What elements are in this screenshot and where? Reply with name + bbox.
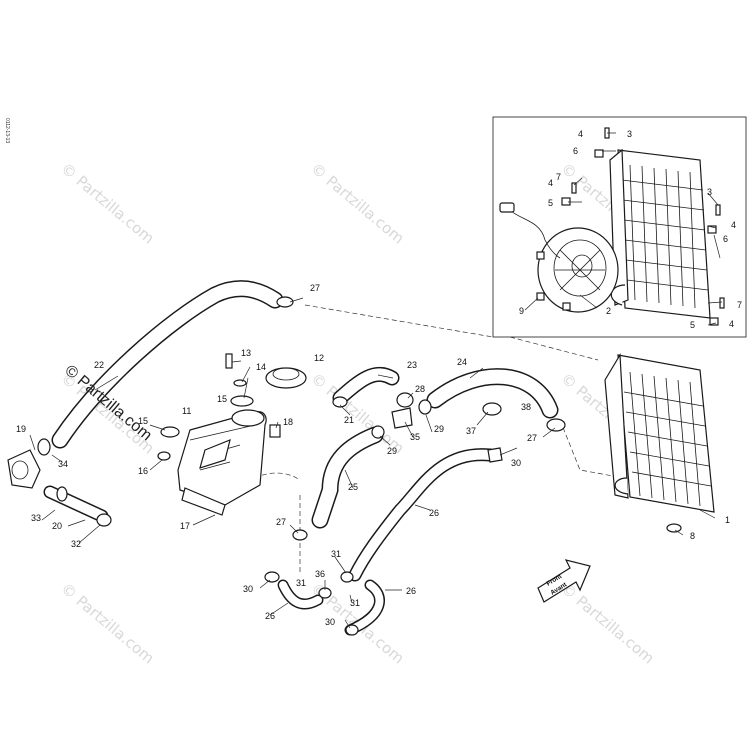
callout-30: 30 <box>243 584 253 594</box>
callout-20: 20 <box>52 521 62 531</box>
callout-36: 36 <box>315 569 325 579</box>
diagram-code: 0112-13-13 <box>4 118 10 143</box>
watermark: © Partzilla.com <box>57 579 157 667</box>
callout-27: 27 <box>527 433 537 443</box>
callout-27: 27 <box>276 517 286 527</box>
cap-and-fittings <box>157 353 307 461</box>
callout-5: 5 <box>548 198 553 208</box>
callout-5: 5 <box>690 320 695 330</box>
callout-35: 35 <box>410 432 420 442</box>
callout-38: 38 <box>521 402 531 412</box>
callout-14: 14 <box>256 362 266 372</box>
callout-4: 4 <box>731 220 736 230</box>
watermark: © Partzilla.com <box>307 159 407 247</box>
callout-7: 7 <box>556 172 561 182</box>
callout-37: 37 <box>466 426 476 436</box>
callout-15: 15 <box>138 416 148 426</box>
callout-2: 2 <box>606 306 611 316</box>
callout-31: 31 <box>350 598 360 608</box>
callout-31: 31 <box>296 578 306 588</box>
callout-3: 3 <box>707 187 712 197</box>
callout-1: 1 <box>725 515 730 525</box>
callout-33: 33 <box>31 513 41 523</box>
callout-27: 27 <box>310 283 320 293</box>
callout-4: 4 <box>578 129 583 139</box>
callout-11: 11 <box>182 406 191 416</box>
callout-34: 34 <box>58 459 68 469</box>
callout-8: 8 <box>690 531 695 541</box>
callout-21: 21 <box>344 415 354 425</box>
callout-29: 29 <box>387 446 397 456</box>
callout-24: 24 <box>457 357 467 367</box>
inset-frame <box>492 116 747 338</box>
callout-19: 19 <box>16 424 26 434</box>
coolant-tank <box>177 409 267 516</box>
watermark: © Partzilla.com <box>57 159 157 247</box>
callout-15: 15 <box>217 394 227 404</box>
callout-29: 29 <box>434 424 444 434</box>
callout-13: 13 <box>241 348 251 358</box>
callout-26: 26 <box>429 508 439 518</box>
callout-30: 30 <box>325 617 335 627</box>
callout-17: 17 <box>180 521 190 531</box>
callout-6: 6 <box>723 234 728 244</box>
callout-31: 31 <box>331 549 341 559</box>
radiator <box>604 353 715 533</box>
callout-25: 25 <box>348 482 358 492</box>
callouts: 1 2 3 3 4 4 4 4 5 5 6 6 7 7 8 9 11 12 13… <box>16 129 742 627</box>
callout-26: 26 <box>265 611 275 621</box>
callout-6: 6 <box>573 146 578 156</box>
callout-32: 32 <box>71 539 81 549</box>
callout-16: 16 <box>138 466 148 476</box>
callout-12: 12 <box>314 353 324 363</box>
callout-28: 28 <box>415 384 425 394</box>
callout-22: 22 <box>94 360 104 370</box>
callout-18: 18 <box>283 417 293 427</box>
leader-lines <box>29 132 723 629</box>
callout-4: 4 <box>729 319 734 329</box>
callout-7: 7 <box>737 300 742 310</box>
inset-fan <box>499 202 619 313</box>
callout-3: 3 <box>627 129 632 139</box>
inset-radiator <box>609 148 711 319</box>
callout-9: 9 <box>519 306 524 316</box>
watermark: © Partzilla.com <box>557 579 657 667</box>
callout-30: 30 <box>511 458 521 468</box>
thermostat-and-clamps <box>7 296 566 636</box>
callout-23: 23 <box>407 360 417 370</box>
callout-26: 26 <box>406 586 416 596</box>
callout-4: 4 <box>548 178 553 188</box>
